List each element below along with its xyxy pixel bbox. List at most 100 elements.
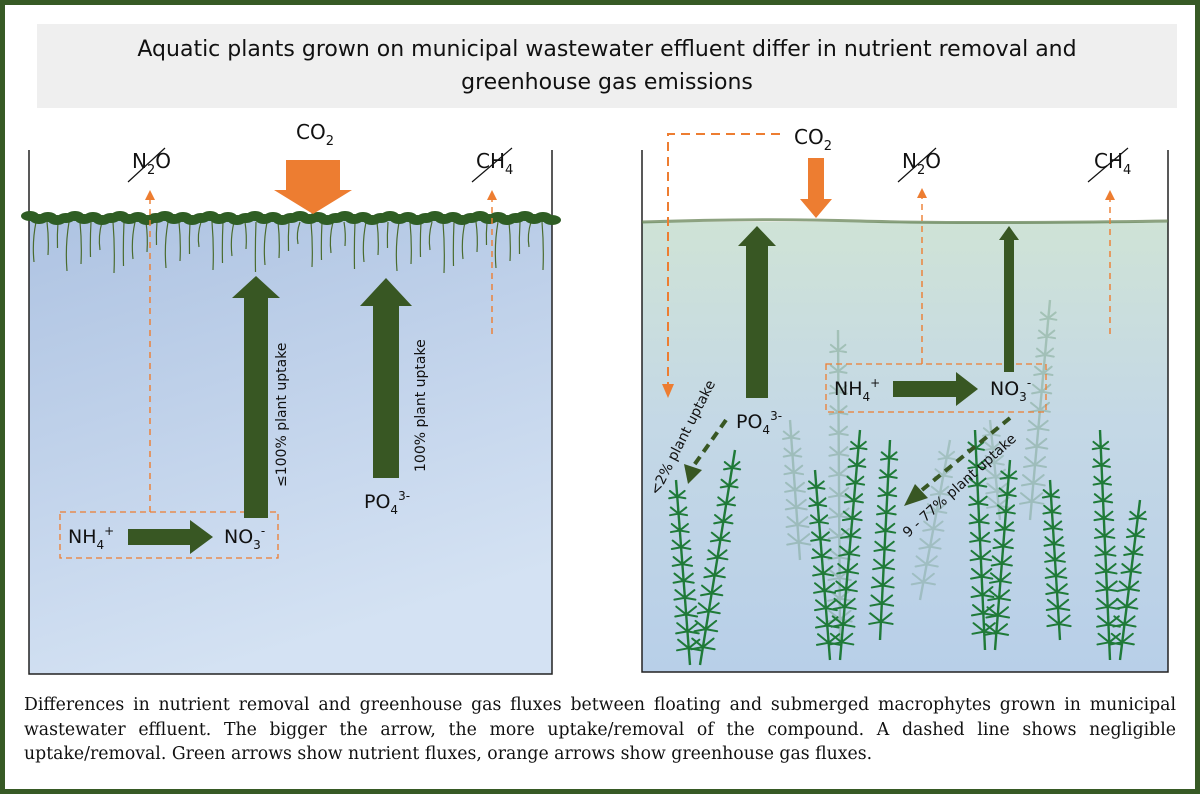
root-strand bbox=[263, 221, 268, 266]
root-strand bbox=[122, 221, 125, 267]
root-strand bbox=[343, 221, 346, 247]
submerged-plant bbox=[827, 329, 853, 641]
root-strand bbox=[310, 221, 313, 268]
root-strand bbox=[329, 221, 334, 254]
floating-tank-outline bbox=[28, 150, 553, 675]
ch4-strike bbox=[471, 147, 513, 183]
title-line-2: greenhouse gas emissions bbox=[461, 70, 753, 95]
n2o-label-right: N2O bbox=[902, 149, 941, 178]
root-strand bbox=[386, 221, 389, 249]
submerged-plant bbox=[828, 429, 868, 661]
root-strand bbox=[395, 221, 400, 272]
ch4-label-right: CH4 bbox=[1094, 149, 1131, 178]
n2o-label: N2O bbox=[132, 149, 171, 178]
submerged-plant bbox=[1109, 499, 1147, 661]
no3-label: NO3- bbox=[224, 524, 265, 552]
root-strand bbox=[244, 221, 247, 250]
figure-caption: Differences in nutrient removal and gree… bbox=[24, 695, 1176, 764]
no3-plant-uptake-dashed bbox=[920, 416, 1012, 492]
ch4-label: CH4 bbox=[476, 149, 513, 178]
root-strand bbox=[178, 221, 181, 262]
root-strand bbox=[409, 221, 412, 265]
submerged-tank-water bbox=[642, 222, 1168, 672]
root-strand bbox=[112, 221, 115, 274]
nitrification-arrow-right bbox=[893, 372, 978, 406]
root-strand bbox=[89, 221, 92, 258]
root-strand bbox=[442, 221, 445, 274]
submerged-panel: CO2 N2O CH4 NH4+ NO3- PO43- <2% plant up… bbox=[641, 125, 1169, 673]
ch4-strike-right bbox=[1087, 147, 1129, 183]
co2-label: CO2 bbox=[296, 120, 334, 149]
floating-plant-mat bbox=[21, 211, 561, 225]
root-strand bbox=[131, 221, 136, 260]
co2-dashed-loop bbox=[667, 133, 780, 386]
root-strand bbox=[79, 221, 82, 265]
root-strand bbox=[46, 221, 49, 256]
ch4-dashed-arrowhead-right bbox=[1105, 190, 1115, 200]
root-strand bbox=[211, 221, 214, 271]
submerged-plant bbox=[668, 479, 702, 666]
no3-uptake-label: ≤100% plant uptake bbox=[274, 343, 290, 487]
title-banner: Aquatic plants grown on municipal wastew… bbox=[37, 24, 1177, 108]
po4-label: PO43- bbox=[364, 489, 410, 517]
submerged-plant bbox=[690, 449, 742, 666]
submerged-plant bbox=[782, 419, 812, 561]
root-strand bbox=[296, 221, 301, 245]
submerged-tank-outline bbox=[641, 150, 1169, 673]
root-strand bbox=[494, 221, 499, 269]
root-strand bbox=[419, 221, 422, 258]
root-strand bbox=[362, 221, 367, 263]
po4-uptake-label: 100% plant uptake bbox=[413, 339, 429, 472]
po4-uptake-arrow bbox=[360, 278, 412, 478]
submerged-plant bbox=[966, 429, 997, 651]
root-strand bbox=[461, 221, 466, 260]
root-strand bbox=[452, 221, 455, 267]
root-strand bbox=[164, 221, 169, 269]
po4-plant-uptake-arrowhead bbox=[684, 464, 702, 484]
no3-uptake-arrow bbox=[232, 276, 280, 518]
water-surface-line bbox=[641, 218, 1169, 224]
nitrification-box bbox=[59, 511, 279, 559]
root-strand bbox=[353, 221, 356, 270]
nitrification-arrow bbox=[128, 520, 213, 554]
root-strand bbox=[508, 221, 511, 262]
root-strand bbox=[197, 221, 202, 248]
submerged-plants bbox=[668, 299, 1147, 666]
root-strand bbox=[277, 221, 280, 259]
floating-tank-water bbox=[29, 216, 552, 674]
n2o-strike-right bbox=[897, 147, 937, 183]
root-strand bbox=[518, 221, 521, 255]
root-strand bbox=[320, 221, 323, 261]
co2-dashed-arrowhead bbox=[662, 384, 674, 398]
n2o-dashed-arrowhead bbox=[145, 190, 155, 200]
po4-uptake-arrow-up bbox=[738, 226, 776, 398]
no3-plant-uptake-arrowhead bbox=[904, 484, 928, 506]
root-strand bbox=[32, 221, 37, 263]
submerged-plant bbox=[983, 459, 1018, 651]
n2o-strike bbox=[127, 147, 166, 183]
title-line-1: Aquatic plants grown on municipal wastew… bbox=[137, 37, 1077, 62]
root-strand bbox=[230, 221, 235, 257]
co2-uptake-arrow bbox=[274, 160, 352, 214]
root-strand bbox=[287, 221, 290, 252]
nh4-label: NH4+ bbox=[68, 524, 114, 552]
root-strand bbox=[254, 221, 257, 273]
root-strand bbox=[376, 221, 379, 256]
root-strand bbox=[65, 221, 70, 272]
po4-plant-uptake-dashed bbox=[690, 418, 728, 470]
root-strand bbox=[56, 221, 59, 249]
co2-label-right: CO2 bbox=[794, 125, 832, 154]
floating-panel: CO2 N2O CH4 NH4+ NO3- ≤100% plant uptake… bbox=[21, 120, 561, 675]
submerged-plant bbox=[1091, 429, 1122, 661]
nitrification-box-right bbox=[825, 363, 1047, 413]
root-strand bbox=[527, 221, 532, 248]
root-strand bbox=[155, 221, 158, 246]
no3-label-right: NO3- bbox=[990, 376, 1031, 404]
root-strand bbox=[188, 221, 191, 255]
root-strand bbox=[428, 221, 433, 251]
floating-leaf bbox=[543, 215, 561, 225]
submerged-plant bbox=[807, 469, 842, 661]
submerged-plant bbox=[1018, 299, 1058, 521]
ch4-dashed-arrowhead bbox=[487, 190, 497, 200]
